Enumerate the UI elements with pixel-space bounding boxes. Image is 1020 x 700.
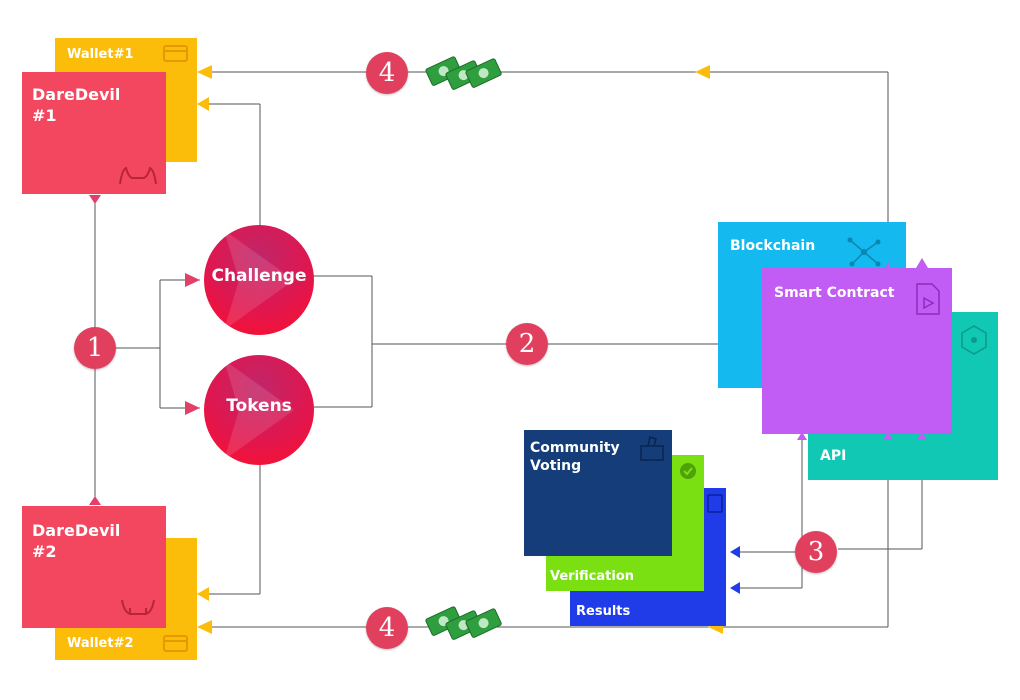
play-arrow-decoration (224, 230, 294, 330)
devil-horns-icon (119, 166, 157, 185)
document-icon (916, 283, 940, 315)
community-voting-line2: Voting (530, 458, 582, 474)
daredevil-1-card: DareDevil #1 (22, 72, 166, 194)
clipboard-icon (707, 494, 723, 513)
verification-label: Verification (550, 569, 635, 584)
blockchain-label: Blockchain (730, 238, 816, 254)
wallet-icon (163, 635, 188, 652)
daredevil-1-line1: DareDevil (32, 85, 121, 104)
wallet-2-label: Wallet#2 (67, 636, 134, 651)
step-badge-4-bottom: 4 (366, 607, 408, 649)
step-badge-4-top: 4 (366, 52, 408, 94)
daredevil-2-line2: #2 (32, 542, 57, 561)
daredevil-1-name: DareDevil #1 (32, 84, 120, 126)
hexagon-network-icon (961, 325, 987, 355)
daredevil-2-card: DareDevil #2 (22, 506, 166, 628)
daredevil-1-line2: #1 (32, 106, 57, 125)
step-badge-2: 2 (506, 323, 548, 365)
community-voting-card: Community Voting (524, 430, 672, 556)
smart-contract-card: Smart Contract (762, 268, 952, 434)
step-badge-1: 1 (74, 327, 116, 369)
daredevil-2-line1: DareDevil (32, 521, 121, 540)
check-circle-icon (680, 463, 696, 479)
play-arrow-decoration (224, 360, 294, 460)
challenge-label: Challenge (211, 266, 307, 286)
devil-horns-icon (121, 599, 155, 615)
network-icon (847, 237, 881, 267)
community-voting-label: Community Voting (530, 439, 620, 475)
wallet-icon (163, 45, 188, 62)
results-label: Results (576, 604, 631, 619)
ballot-box-icon (640, 436, 664, 461)
wallet-1-label: Wallet#1 (67, 47, 134, 62)
api-label: API (820, 448, 847, 464)
community-voting-line1: Community (530, 440, 620, 456)
tokens-label: Tokens (226, 396, 292, 416)
challenge-circle: Challenge (204, 225, 314, 335)
tokens-circle: Tokens (204, 355, 314, 465)
smart-contract-label: Smart Contract (774, 285, 895, 301)
daredevil-2-name: DareDevil #2 (32, 520, 120, 562)
step-badge-3: 3 (795, 531, 837, 573)
